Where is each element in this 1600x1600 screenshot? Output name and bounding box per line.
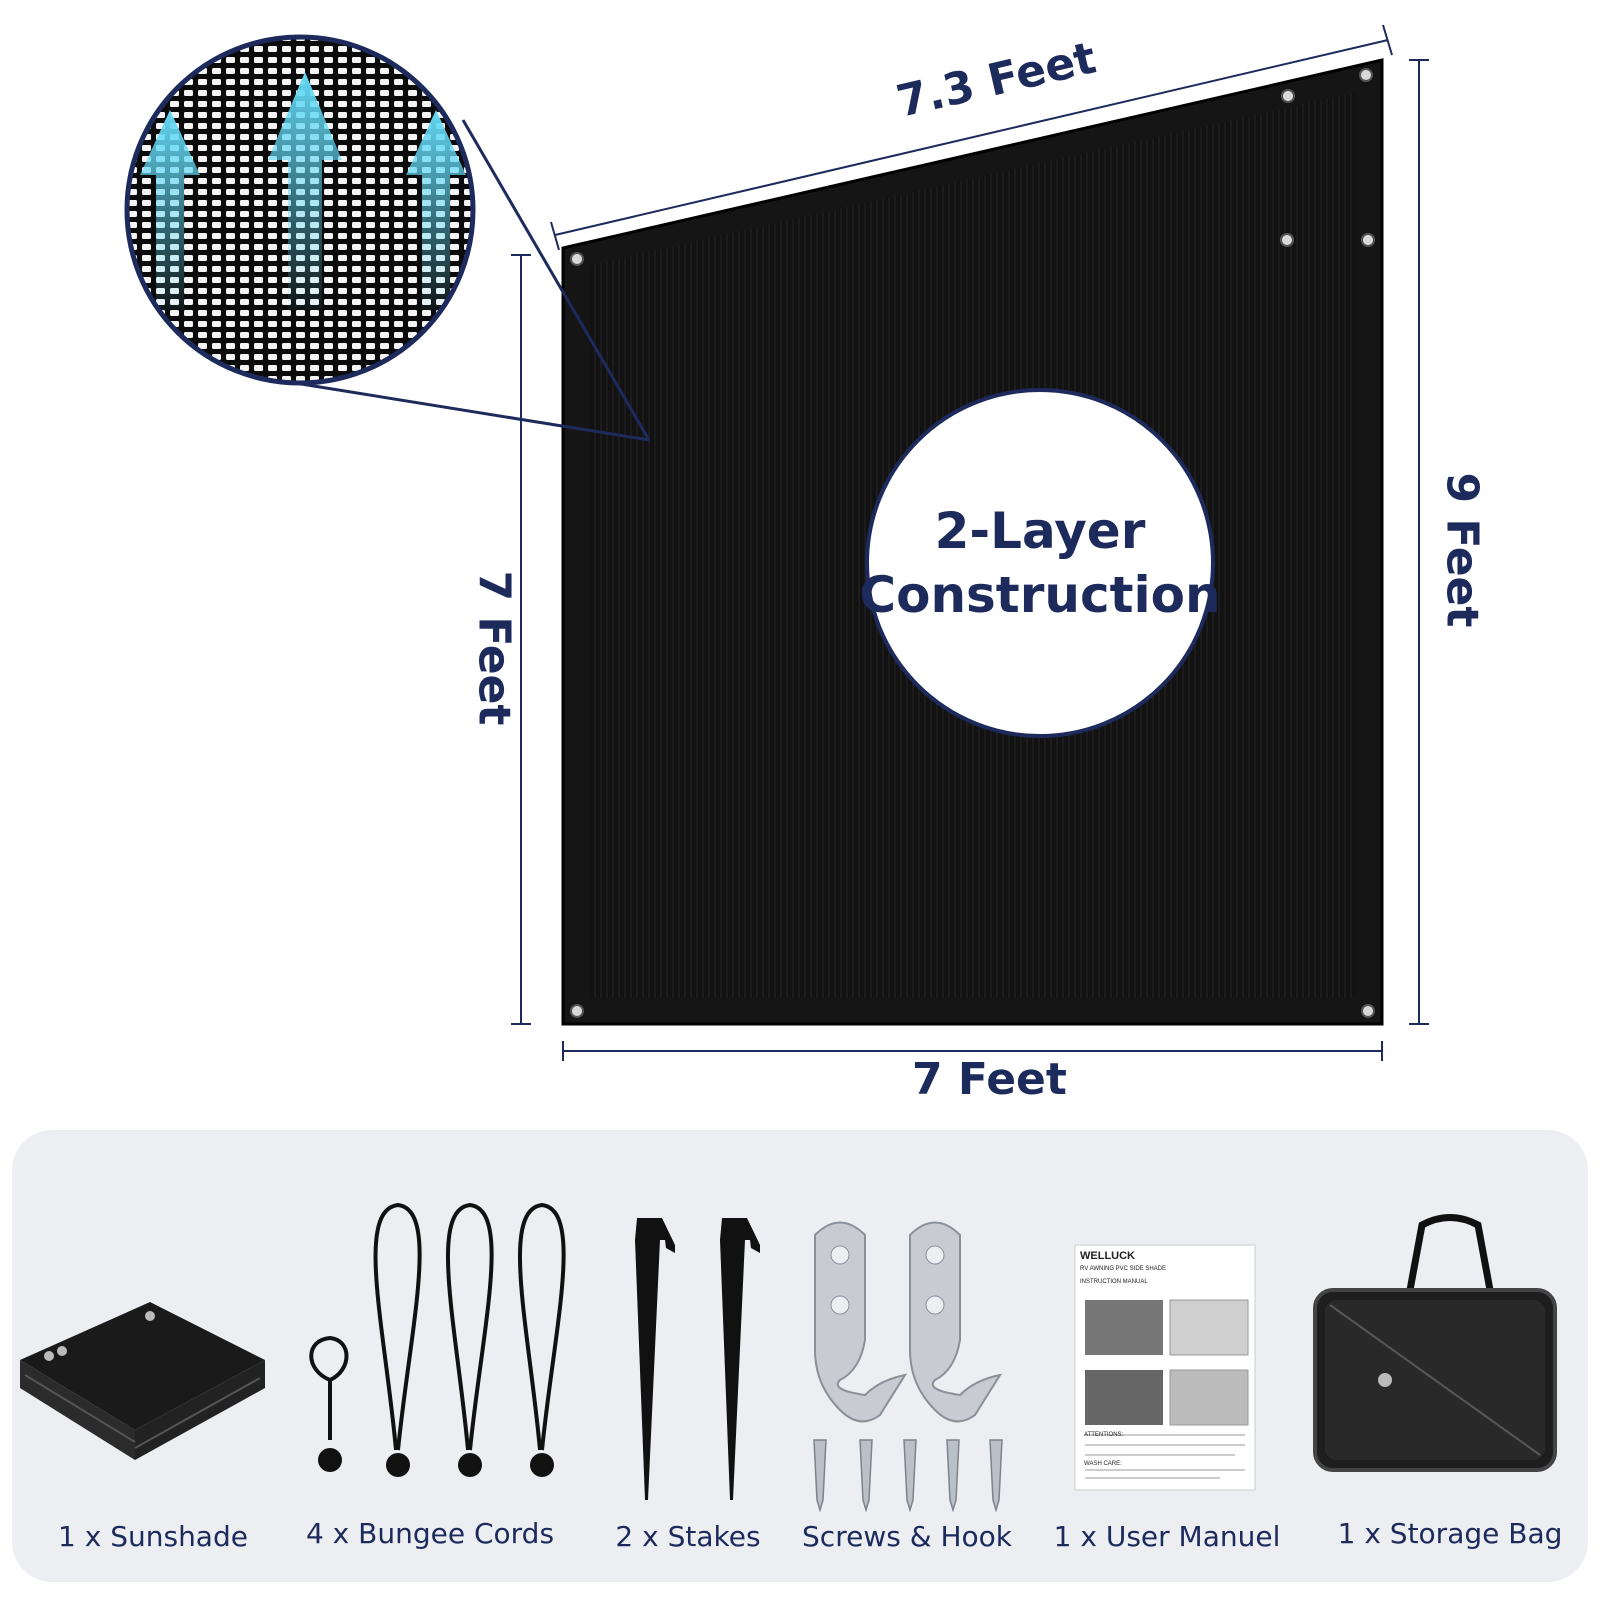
stakes-icon [635,1218,760,1500]
item-label-sunshade: 1 x Sunshade [58,1520,248,1553]
item-label-storage-bag: 1 x Storage Bag [1337,1517,1563,1550]
bungee-balls [318,1448,554,1477]
grommets [570,68,1375,1018]
item-label-user-manual: 1 x User Manuel [1053,1520,1281,1553]
dimension-lines [511,24,1429,1061]
manual-section: INSTRUCTION MANUAL [1080,1279,1148,1285]
badge-line-1: 2-Layer [934,502,1146,560]
package-illustrations [20,1202,1557,1513]
manual-brand: WELLUCK [1080,1250,1135,1262]
shade-diagram [124,24,1429,1061]
badge-line-2: Construction [859,566,1221,624]
screws-icon [813,1439,1003,1513]
dimension-left-label: 7 Feet [468,570,520,726]
mesh-zoom-callout [124,34,476,386]
hooks-icon [814,1221,1003,1423]
item-label-bungee-cords: 4 x Bungee Cords [305,1517,555,1550]
bungee-cords-icon [309,1202,566,1451]
item-label-stakes: 2 x Stakes [615,1520,761,1553]
airflow-arrows [140,72,466,310]
zoom-connector [294,119,651,442]
dimension-right-label: 9 Feet [1436,472,1488,628]
item-label-screws-hook: Screws & Hook [802,1520,1012,1553]
manual-header: WELLUCK RV AWNING PVC SIDE SHADE INSTRUC… [1080,1250,1166,1289]
manual-attentions: ATTENTIONS: [1084,1432,1124,1438]
construction-badge: 2-Layer Construction [859,388,1221,738]
manual-title: RV AWNING PVC SIDE SHADE [1080,1266,1167,1272]
user-manual-icon [1074,1244,1256,1491]
dimension-bottom-label: 7 Feet [912,1054,1067,1105]
manual-wash-care: WASH CARE: [1084,1461,1122,1467]
folded-sunshade-icon [20,1302,265,1460]
storage-bag-icon [1313,1214,1557,1472]
